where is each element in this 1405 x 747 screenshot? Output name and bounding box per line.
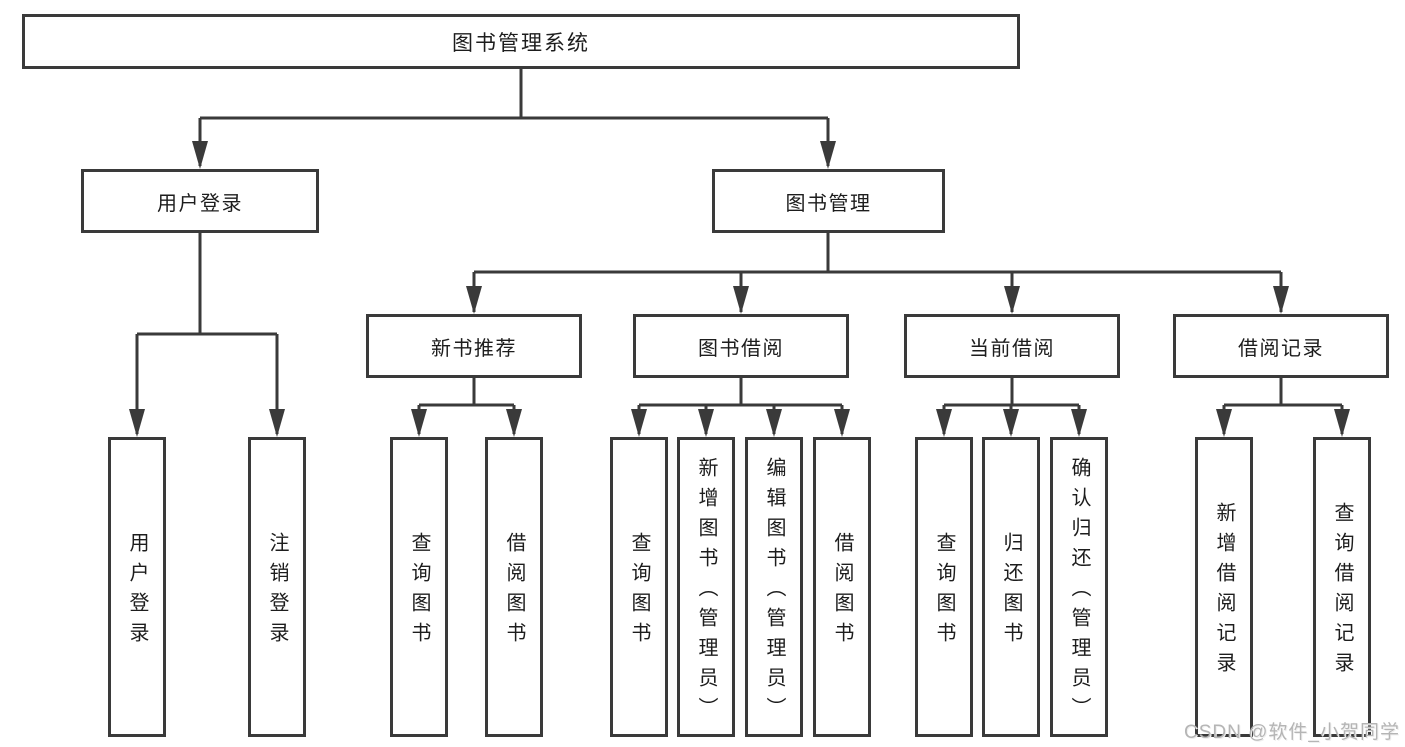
leaf-return-books: 归还图书: [982, 437, 1040, 737]
leaf-query-books-current-label: 查询图书: [933, 532, 955, 652]
node-new-book-recommendation-label: 新书推荐: [431, 337, 517, 360]
node-user-login-label: 用户登录: [157, 192, 243, 215]
node-book-borrowing-label: 图书借阅: [698, 337, 784, 360]
leaf-query-books-borrowing: 查询图书: [610, 437, 668, 737]
node-book-management-label: 图书管理: [785, 192, 872, 215]
node-new-book-recommendation: 新书推荐: [366, 314, 582, 378]
leaf-add-book-admin-label: 新增图书（管理员）: [695, 457, 717, 727]
node-current-borrowing-label: 当前借阅: [969, 337, 1055, 360]
leaf-borrow-books: 借阅图书: [813, 437, 871, 737]
leaf-query-books-current: 查询图书: [915, 437, 973, 737]
leaf-confirm-return-admin: 确认归还（管理员）: [1050, 437, 1108, 737]
node-library-system: 图书管理系统: [22, 14, 1020, 69]
leaf-add-book-admin: 新增图书（管理员）: [677, 437, 735, 737]
leaf-query-borrow-record: 查询借阅记录: [1313, 437, 1371, 737]
leaf-borrow-books-recommend: 借阅图书: [485, 437, 543, 737]
node-current-borrowing: 当前借阅: [904, 314, 1120, 378]
node-book-management: 图书管理: [712, 169, 945, 233]
leaf-add-borrow-record-label: 新增借阅记录: [1213, 502, 1235, 682]
leaf-return-books-label: 归还图书: [1000, 532, 1022, 652]
leaf-query-borrow-record-label: 查询借阅记录: [1331, 502, 1353, 682]
leaf-edit-book-admin-label: 编辑图书（管理员）: [763, 457, 785, 727]
leaf-user-login-label: 用户登录: [126, 532, 148, 652]
leaf-confirm-return-admin-label: 确认归还（管理员）: [1068, 457, 1090, 727]
leaf-query-books-recommend-label: 查询图书: [408, 532, 430, 652]
leaf-query-books-recommend: 查询图书: [390, 437, 448, 737]
leaf-logout: 注销登录: [248, 437, 306, 737]
node-book-borrowing: 图书借阅: [633, 314, 849, 378]
node-borrowing-records-label: 借阅记录: [1238, 337, 1324, 360]
watermark: CSDN @软件_小贺同学: [1184, 722, 1400, 743]
leaf-borrow-books-recommend-label: 借阅图书: [503, 532, 525, 652]
leaf-logout-label: 注销登录: [266, 532, 288, 652]
leaf-user-login: 用户登录: [108, 437, 166, 737]
leaf-edit-book-admin: 编辑图书（管理员）: [745, 437, 803, 737]
node-library-system-label: 图书管理系统: [452, 31, 590, 55]
leaf-borrow-books-label: 借阅图书: [831, 532, 853, 652]
node-user-login: 用户登录: [81, 169, 319, 233]
node-borrowing-records: 借阅记录: [1173, 314, 1389, 378]
leaf-query-books-borrowing-label: 查询图书: [628, 532, 650, 652]
leaf-add-borrow-record: 新增借阅记录: [1195, 437, 1253, 737]
